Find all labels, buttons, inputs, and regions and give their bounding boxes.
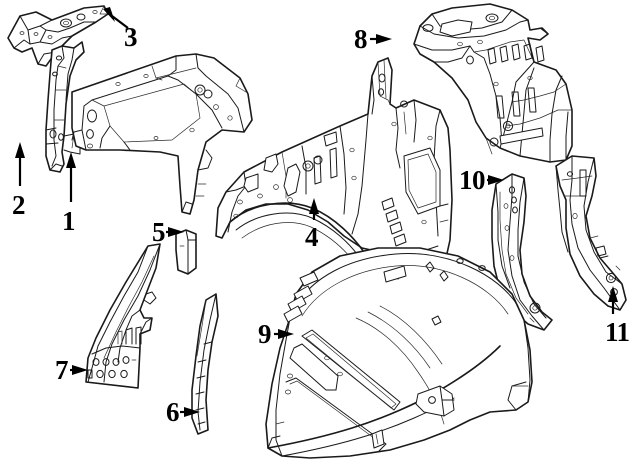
part-9-wheelhouse-outer-panel: [265, 247, 533, 459]
callout-label-9: 9: [258, 319, 272, 349]
callout-label-6: 6: [166, 397, 180, 427]
part-8-rear-body-upper-panel: [413, 3, 573, 163]
callout-label-5: 5: [152, 217, 166, 247]
callout-label-8: 8: [354, 24, 368, 54]
callout-label-2: 2: [12, 190, 26, 220]
leader-2: [15, 142, 25, 186]
part-1-body-side-inner-front: [71, 53, 253, 215]
leader-11: [608, 286, 618, 314]
callout-label-3: 3: [124, 22, 138, 52]
callout-label-10: 10: [459, 165, 486, 195]
leader-3: [103, 7, 129, 29]
part-5-reinforcement-bracket: [175, 229, 197, 275]
part-6-b-pillar-lower-filler: [191, 293, 219, 435]
part-11-rear-body-pillar-rail: [555, 155, 627, 311]
part-7-a-pillar-lower-reinf: [85, 243, 161, 389]
callout-label-1: 1: [62, 206, 76, 236]
leader-8: [370, 34, 392, 44]
leader-9: [274, 329, 294, 339]
leader-4: [309, 198, 319, 220]
leader-10: [487, 175, 504, 185]
leader-5: [166, 227, 184, 237]
leader-6: [180, 407, 200, 417]
callout-label-4: 4: [305, 222, 319, 252]
leader-7: [70, 365, 88, 375]
part-2-b-pillar-inner: [45, 41, 85, 173]
callout-label-11: 11: [605, 317, 630, 347]
part-3-roof-side-rail: [7, 5, 109, 67]
callout-label-7: 7: [55, 355, 69, 385]
leader-1: [66, 152, 76, 202]
part-4-quarter-panel-inner: [215, 57, 453, 264]
